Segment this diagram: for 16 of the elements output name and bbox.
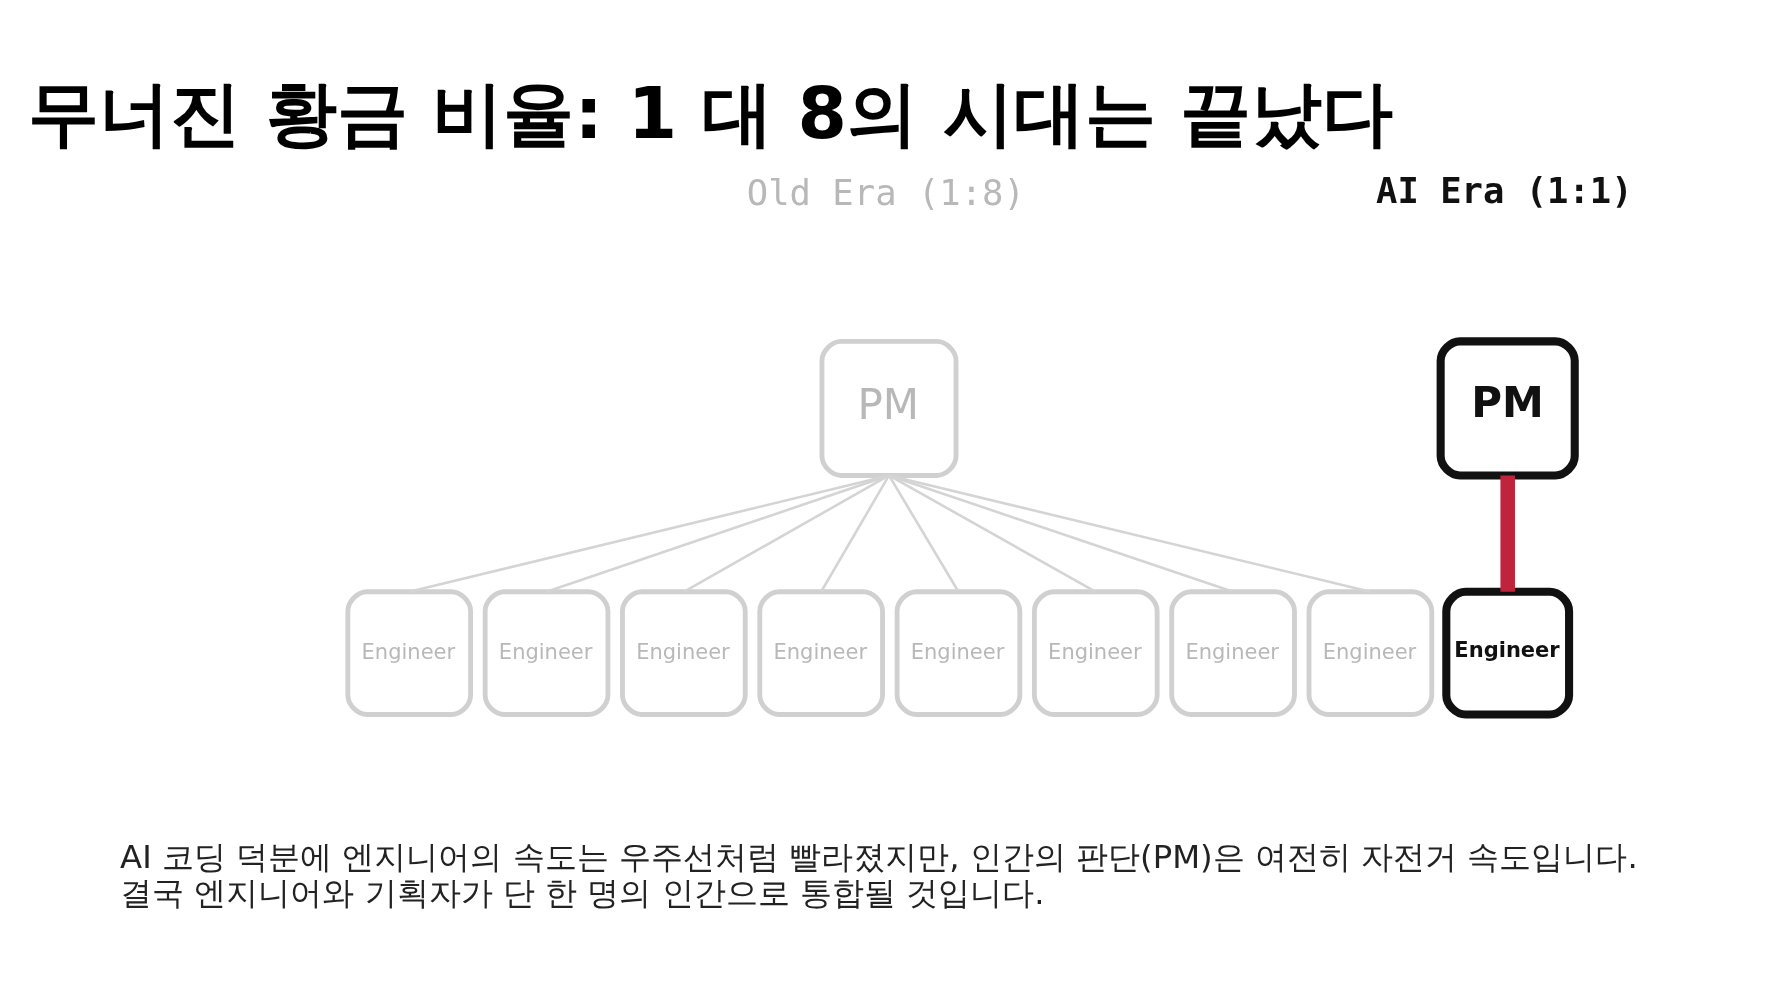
connector (1500, 474, 1515, 592)
caption: AI 코딩 덕분에 엔지니어의 속도는 우주선처럼 빨라졌지만, 인간의 판단(PM)은 여전히 자전거 속도입니다. 결국 엔지니어와 기획자가 단 한 명의 인간으로 통합될 것입니다. (120, 837, 1638, 912)
node-box: Engineer (345, 588, 474, 717)
node-box: PM (1436, 336, 1579, 479)
label: AI Era (1:1) (1376, 169, 1633, 211)
node-box: Engineer (1031, 588, 1160, 717)
node-box: Engineer (1169, 588, 1297, 717)
node-box: Engineer (1306, 588, 1435, 717)
node-box: Engineer (1442, 587, 1574, 719)
node-box: Engineer (482, 588, 611, 717)
node-box: Engineer (620, 588, 748, 717)
node-box: Engineer (757, 588, 885, 717)
diagram-title: 무너진 황금 비율: 1 대 8의 시대는 끝났다 (28, 71, 1394, 155)
node-box: PM (819, 338, 959, 478)
label: Old Era (1:8) (746, 171, 1025, 213)
node-box: Engineer (894, 588, 1023, 717)
